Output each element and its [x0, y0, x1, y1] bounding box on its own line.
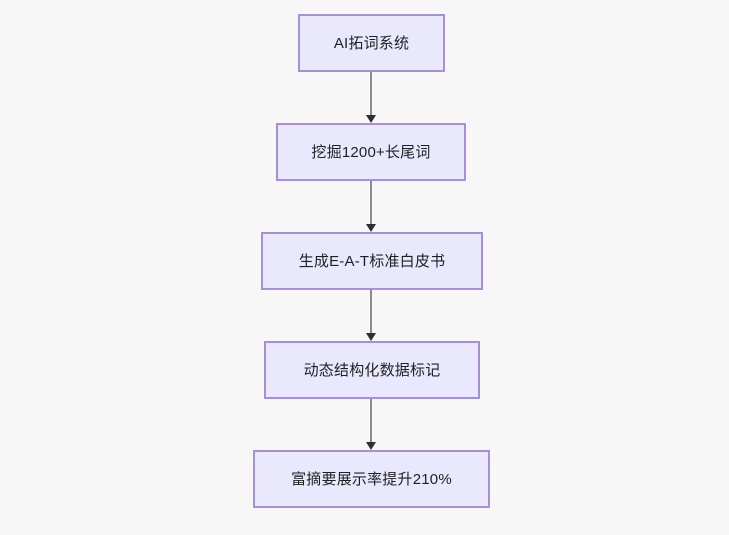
flow-node-label: AI拓词系统 [333, 34, 410, 52]
arrowhead-icon [366, 115, 376, 123]
connector-line [370, 290, 372, 333]
connector-node1-node2 [364, 72, 378, 123]
connector-line [370, 72, 372, 115]
connector-node3-node4 [364, 290, 378, 341]
connector-node4-node5 [364, 399, 378, 450]
flow-node-ai-keyword-system[interactable]: AI拓词系统 [298, 14, 445, 72]
flow-node-rich-snippet-result[interactable]: 富摘要展示率提升210% [253, 450, 490, 508]
arrowhead-icon [366, 224, 376, 232]
connector-line [370, 181, 372, 224]
arrowhead-icon [366, 442, 376, 450]
flow-node-label: 富摘要展示率提升210% [291, 470, 452, 488]
flow-node-eat-whitepaper[interactable]: 生成E-A-T标准白皮书 [261, 232, 483, 290]
flow-node-longtail-keywords[interactable]: 挖掘1200+长尾词 [276, 123, 466, 181]
flow-node-label: 动态结构化数据标记 [303, 361, 441, 379]
flow-node-structured-data-markup[interactable]: 动态结构化数据标记 [264, 341, 480, 399]
flow-node-label: 生成E-A-T标准白皮书 [298, 252, 446, 270]
connector-node2-node3 [364, 181, 378, 232]
connector-line [370, 399, 372, 442]
flow-node-label: 挖掘1200+长尾词 [311, 143, 431, 161]
arrowhead-icon [366, 333, 376, 341]
